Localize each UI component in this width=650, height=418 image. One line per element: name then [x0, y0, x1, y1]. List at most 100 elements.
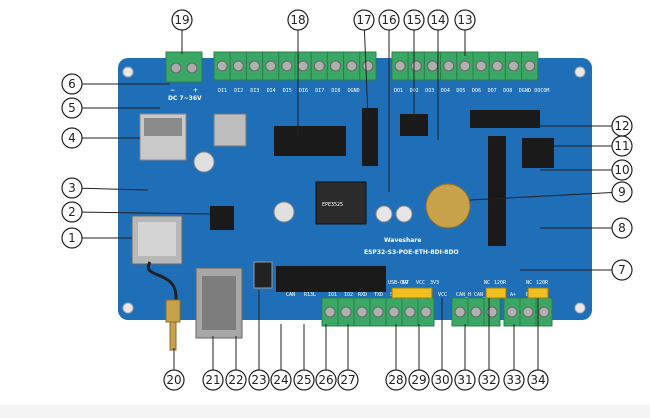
callout-24: 24	[270, 324, 292, 391]
callout-circle	[611, 181, 633, 203]
do-terminal	[456, 51, 474, 81]
di-terminal	[213, 51, 231, 81]
di-terminal	[262, 51, 280, 81]
callout-number: 31	[457, 373, 472, 387]
callout-number: 27	[340, 373, 355, 387]
mosfet-array	[488, 136, 506, 246]
bottom-terminal	[353, 297, 371, 327]
callout-27: 27	[337, 324, 359, 391]
top-silk-label: DI3	[250, 88, 259, 94]
callout-number: 8	[618, 221, 626, 235]
top-silk-label: DI2	[234, 88, 243, 94]
di-terminal	[294, 51, 312, 81]
di-terminal	[326, 51, 345, 81]
callout-4: 4	[61, 127, 140, 149]
bottom-terminal	[337, 297, 355, 327]
callout-22: 22	[225, 336, 247, 391]
can-terminal	[467, 297, 485, 327]
callout-circle	[315, 369, 337, 391]
callout-number: 13	[457, 13, 472, 27]
callout-circle	[225, 369, 247, 391]
buzzer	[213, 113, 247, 147]
switch-label: 5V	[402, 280, 408, 286]
top-silk-label: DO5	[456, 88, 465, 94]
callout-26: 26	[315, 324, 337, 391]
switch-label: VCC	[416, 280, 425, 286]
do-driver-chip	[362, 108, 378, 166]
callout-circle	[611, 217, 633, 239]
top-silk-label: DI5	[283, 88, 292, 94]
electrolytic-capacitor	[273, 201, 295, 223]
callout-29: 29	[408, 324, 430, 391]
top-silk-label: DO6	[472, 88, 481, 94]
callout-leader	[363, 29, 369, 119]
callout-circle	[171, 9, 193, 31]
callout-circle	[287, 9, 309, 31]
capacitor	[395, 205, 413, 223]
bottom-terminal	[417, 297, 435, 327]
callout-number: 12	[614, 119, 629, 133]
callout-circle	[385, 369, 407, 391]
switch-label: 3V3	[430, 280, 439, 286]
bottom-silk-label: RXD	[358, 292, 367, 298]
do-terminal	[521, 51, 539, 81]
callout-circle	[337, 369, 359, 391]
callout-circle	[378, 9, 400, 31]
di-terminal	[359, 51, 377, 81]
callout-32: 32	[478, 298, 500, 391]
callout-number: 21	[205, 373, 220, 387]
callout-16: 16	[378, 9, 400, 192]
top-silk-label: DO4	[441, 88, 450, 94]
do-terminal	[472, 51, 490, 81]
callout-number: 20	[166, 373, 181, 387]
can-terminal	[483, 297, 501, 327]
callout-number: 34	[530, 373, 545, 387]
termination-label: 120R	[494, 280, 507, 286]
termination-label: NC	[484, 280, 490, 286]
mounting-hole	[574, 302, 586, 314]
electrolytic-capacitor	[193, 151, 215, 173]
callout-circle	[478, 369, 500, 391]
ethernet-phy-chip	[400, 114, 428, 136]
can-terminal	[451, 297, 469, 327]
callout-circle	[431, 369, 453, 391]
callout-circle	[270, 369, 292, 391]
callout-circle	[248, 369, 270, 391]
callout-number: 1	[68, 231, 76, 245]
top-silk-label: DI6	[299, 88, 308, 94]
callout-circle	[61, 177, 83, 199]
callout-circle	[611, 115, 633, 137]
di-terminal	[278, 51, 296, 81]
callout-11: 11	[554, 135, 633, 157]
callout-number: 9	[618, 185, 626, 199]
callout-number: 19	[174, 13, 189, 27]
power-terminal	[165, 51, 203, 83]
bottom-silk-label: A+	[510, 292, 516, 298]
bottom-silk-label: CAN_H	[456, 292, 471, 298]
bottom-silk-label: CAN	[286, 292, 295, 298]
callout-number: 14	[430, 13, 445, 27]
rs485-terminal	[503, 297, 521, 327]
termination-label: 120R	[536, 280, 549, 286]
callout-leader	[469, 192, 613, 201]
sd-card-slot	[139, 113, 187, 161]
do-terminal	[423, 51, 442, 81]
callout-circle	[61, 227, 83, 249]
dc-dc-inductor: EPE3525	[315, 181, 367, 225]
callout-6: 6	[61, 73, 170, 95]
model-label: ESP32-S3-POE-ETH-8DI-8DO	[364, 249, 459, 256]
bottom-silk-label: IO1	[328, 292, 337, 298]
callout-34: 34	[527, 298, 549, 391]
callout-15: 15	[403, 9, 425, 118]
callout-19: 19	[171, 9, 193, 54]
callout-5: 5	[61, 97, 160, 119]
do-terminal	[440, 51, 458, 81]
top-silk-label: DO3	[425, 88, 434, 94]
callout-8: 8	[540, 217, 633, 239]
rs485-termination-switch	[527, 287, 549, 299]
bottom-silk-label: R13L	[304, 292, 316, 298]
callout-14: 14	[427, 9, 449, 140]
top-silk-label: DI8	[331, 88, 340, 94]
